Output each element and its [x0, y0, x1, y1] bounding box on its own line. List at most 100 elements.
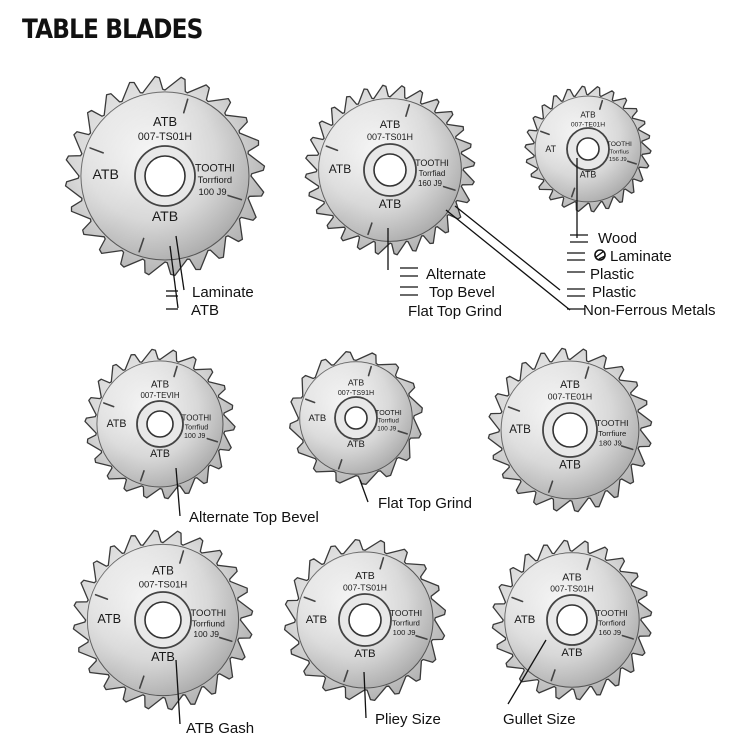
blade-tooth-label: 100 J9 — [198, 186, 226, 197]
callout-alternate: Alternate — [426, 266, 486, 283]
expansion-slot — [397, 430, 409, 435]
blade-tooth-label: Torrfiad — [419, 169, 446, 178]
blade-label-bottom: ATB — [151, 650, 175, 664]
expansion-slot — [305, 398, 316, 404]
expansion-slot — [626, 160, 637, 165]
blade-label-bottom: ATB — [152, 208, 178, 224]
expansion-slot — [206, 437, 219, 443]
blade-label-left: AT — [545, 144, 556, 154]
callout-laminate-2: Laminate — [610, 248, 672, 265]
expansion-slot — [103, 402, 115, 408]
callout-plastic: Plastic — [590, 266, 635, 283]
blade-tooth-label: Torrfiud — [378, 418, 399, 425]
blade-tooth-label: TOOTHI — [195, 162, 235, 174]
expansion-slot — [367, 365, 373, 377]
blade-code-atb: ATB — [560, 379, 580, 391]
blade-tooth-label: Torrfius — [610, 149, 629, 155]
blade-label-bottom: ATB — [347, 439, 365, 450]
expansion-slot — [621, 634, 634, 640]
blade-code-atb: ATB — [153, 114, 177, 129]
blade-tooth-label: 160 J9 — [599, 628, 622, 637]
blade-label-bottom: ATB — [561, 647, 582, 659]
blade-label-left: ATB — [93, 166, 119, 182]
blade-tooth-label: 100 J9 — [377, 426, 396, 433]
blade-tooth-label: TOOTHI — [607, 141, 632, 148]
callout-wood: Wood — [598, 230, 637, 247]
callout-top-bevel: Top Bevel — [429, 284, 495, 301]
blade-model: 007-TS91H — [338, 389, 374, 397]
callouts: Laminate ATB Alternate Top Bevel Flat To… — [186, 230, 716, 737]
leader-lines — [166, 158, 588, 725]
expansion-slot — [218, 636, 233, 643]
expansion-slot — [337, 459, 343, 470]
blade-code-atb: ATB — [348, 378, 364, 388]
expansion-slot — [547, 480, 554, 493]
blade-tooth-label: 100 J9 — [393, 628, 416, 637]
blade-tooth-label: Torrfiurd — [392, 619, 420, 628]
arbor-hole — [144, 155, 186, 197]
arbor-hole — [348, 603, 382, 637]
blade-model: 007-TEVIH — [140, 391, 179, 400]
expansion-slot — [405, 103, 411, 118]
expansion-slot — [598, 99, 604, 110]
blade-label-bottom: ATB — [580, 169, 597, 179]
expansion-slot — [511, 596, 524, 603]
blade-label-left: ATB — [107, 418, 127, 430]
blade-tooth-label: 100 J9 — [193, 629, 219, 639]
expansion-slot — [173, 365, 178, 378]
blade-label-bottom: ATB — [379, 197, 401, 211]
expansion-slot — [139, 470, 145, 482]
blade-tooth-label: 160 J9 — [418, 179, 443, 188]
blade-tooth-label: Torrfiud — [185, 423, 209, 431]
blade-code-atb: ATB — [151, 380, 169, 391]
blade-model: 007-TS01H — [367, 132, 413, 142]
callout-atb-gash: ATB Gash — [186, 720, 254, 737]
blade-tooth-label: TOOTHI — [182, 413, 212, 422]
blade-label-left: ATB — [509, 423, 531, 436]
expansion-slot — [620, 445, 634, 451]
blade-tooth-label: TOOTHI — [390, 608, 422, 618]
expansion-slot — [367, 222, 373, 236]
blade-tooth-label: Torrfiord — [198, 174, 232, 185]
callout-flat-top-grind-2: Flat Top Grind — [378, 495, 472, 512]
blade-tooth-label: TOOTHI — [415, 158, 449, 168]
blade-model: 007-TE01H — [571, 122, 605, 129]
callout-flat-top-grind: Flat Top Grind — [408, 303, 502, 320]
blade-label-left: ATB — [329, 162, 351, 176]
laminate-icon — [594, 249, 606, 261]
expansion-slot — [442, 185, 456, 191]
blade-tooth-label: 180 J9 — [599, 438, 622, 447]
blade-model: 007-TS01H — [550, 584, 593, 594]
callout-pliey-size: Pliey Size — [375, 711, 441, 728]
blade-code-atb: ATB — [380, 119, 401, 131]
expansion-slot — [584, 366, 590, 379]
expansion-slot — [89, 147, 104, 154]
blade-tooth-label: 156 J9 — [609, 157, 627, 163]
blade-model: 007-TE01H — [548, 391, 592, 401]
page-title: TABLE BLADES — [22, 14, 203, 45]
arbor-hole — [373, 153, 407, 187]
callout-laminate: Laminate — [192, 284, 254, 301]
callout-atb: ATB — [191, 302, 219, 319]
callout-plastic-2: Plastic — [592, 284, 637, 301]
blade-tooth-label: TOOTHI — [596, 608, 628, 618]
expansion-slot — [94, 593, 109, 600]
expansion-slot — [227, 194, 243, 201]
arbor-hole — [144, 601, 182, 639]
arbor-hole — [576, 137, 600, 161]
blade-label-bottom: ATB — [354, 648, 375, 660]
blade-tooth-label: TOOTHI — [375, 409, 402, 417]
expansion-slot — [325, 145, 339, 152]
expansion-slot — [343, 669, 349, 683]
arbor-hole — [552, 412, 588, 448]
blade-model: 007-TS01H — [343, 582, 387, 592]
expansion-slot — [507, 406, 521, 412]
expansion-slot — [138, 237, 145, 253]
